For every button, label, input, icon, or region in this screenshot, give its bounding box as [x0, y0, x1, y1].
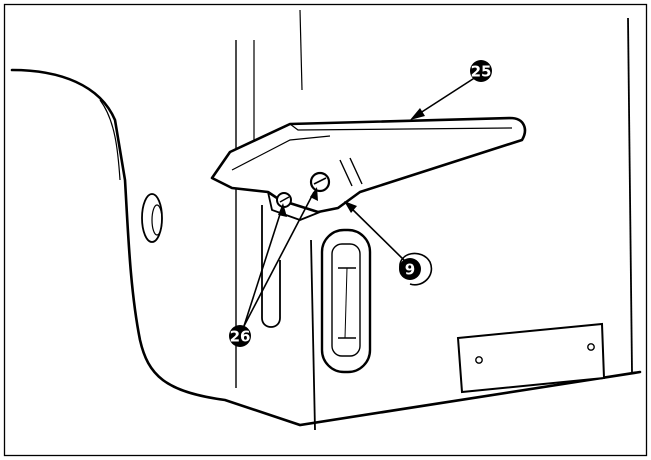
name-plate: [456, 322, 606, 394]
leader-26-b: [243, 191, 315, 327]
thread-bracket: [210, 116, 527, 214]
leader-26-b-arrowhead: [310, 187, 318, 201]
leader-26-a-arrowhead: [278, 203, 287, 217]
body-edge-far-right: [627, 17, 633, 373]
thread-bracket-top-edge: [289, 123, 513, 131]
bracket-screw-upper: [309, 171, 331, 193]
name-plate-rivet-left: [475, 356, 483, 364]
callout-25: 25: [470, 60, 492, 82]
bracket-screw-upper-slot: [313, 177, 327, 185]
body-edge-corner: [299, 9, 303, 91]
leader-9-arrowhead: [344, 201, 357, 213]
callout-9-label: 9: [405, 261, 415, 279]
leader-9: [347, 204, 407, 263]
callout-26-disc: [229, 325, 251, 347]
callout-9: 9: [399, 258, 421, 280]
callout-26: 26: [229, 325, 251, 347]
leader-25-arrowhead: [410, 108, 425, 120]
callout-25-label: 25: [471, 63, 492, 81]
sight-window-line: [344, 267, 348, 339]
machine-arm-outline: [10, 68, 642, 427]
left-cap-inner: [151, 204, 163, 236]
figure-frame: [3, 3, 648, 457]
body-edge-right-face: [310, 239, 316, 431]
callout-25-disc: [470, 60, 492, 82]
thread-bracket-inner-edge: [231, 135, 331, 171]
leader-26-a: [243, 207, 283, 327]
leader-25: [413, 76, 477, 118]
sight-window-inner: [331, 243, 361, 357]
bracket-screw-lower-slot: [279, 196, 290, 203]
machine-arm-inner-curve: [99, 99, 121, 181]
front-slot: [261, 205, 281, 328]
thread-bracket-rib: [339, 157, 363, 187]
callout-26-label: 26: [230, 328, 251, 346]
name-plate-rivet-right: [587, 343, 595, 351]
round-hole: [399, 252, 433, 286]
callout-9-disc: [399, 258, 421, 280]
